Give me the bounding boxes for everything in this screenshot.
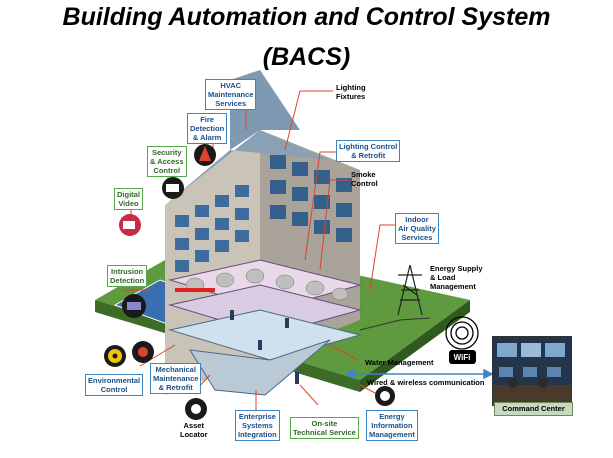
command-center-photo <box>492 336 572 406</box>
power-tower <box>397 264 423 316</box>
label-energy-information: Energy Information Management <box>366 410 418 441</box>
label-security-access: Security & Access Control <box>147 146 187 177</box>
label-mechanical-maintenance: Mechanical Maintenance & Retrofit <box>150 363 202 394</box>
label-energy-supply: Energy Supply & Load Management <box>430 264 483 291</box>
diagram-title-acronym: (BACS) <box>262 43 351 71</box>
camera-icon <box>162 177 184 199</box>
fire-icon <box>194 144 216 166</box>
basement <box>189 339 331 396</box>
intrusion-icon <box>122 294 146 318</box>
diagram-title: Building Automation and Control System <box>62 3 551 31</box>
label-indoor-air: Indoor Air Quality Services <box>395 213 439 244</box>
label-asset-locator: Asset Locator <box>180 421 208 439</box>
label-lighting-fixtures: Lighting Fixtures <box>336 83 366 101</box>
red-beam <box>175 288 215 292</box>
label-hvac: HVAC Maintenance Services <box>205 79 257 110</box>
wifi-icon <box>445 316 479 364</box>
label-intrusion-detection: Intrusion Detection <box>107 265 148 287</box>
label-enterprise-systems: Enterprise Systems Integration <box>235 410 280 441</box>
asset-icon <box>185 398 207 420</box>
label-fire-detection: Fire Detection & Alarm <box>187 113 228 144</box>
fan-icon <box>104 345 126 367</box>
video-icon <box>119 214 141 236</box>
label-command-center: Command Center <box>494 402 573 416</box>
label-onsite-service: On-site Technical Service <box>290 417 359 439</box>
energy-info-icon <box>375 386 395 406</box>
label-smoke-control: Smoke Control <box>351 170 378 188</box>
label-water-management: Water Management <box>365 358 434 367</box>
communication-arrow <box>344 368 494 380</box>
label-digital-video: Digital Video <box>114 188 143 210</box>
label-lighting-control: Lighting Control & Retrofit <box>336 140 401 162</box>
mechanical-icon <box>132 341 154 363</box>
wifi-text: WiFi <box>454 353 471 362</box>
label-environmental-control: Environmental Control <box>85 374 144 396</box>
label-wired-wireless: Wired & wireless communication <box>367 378 485 387</box>
